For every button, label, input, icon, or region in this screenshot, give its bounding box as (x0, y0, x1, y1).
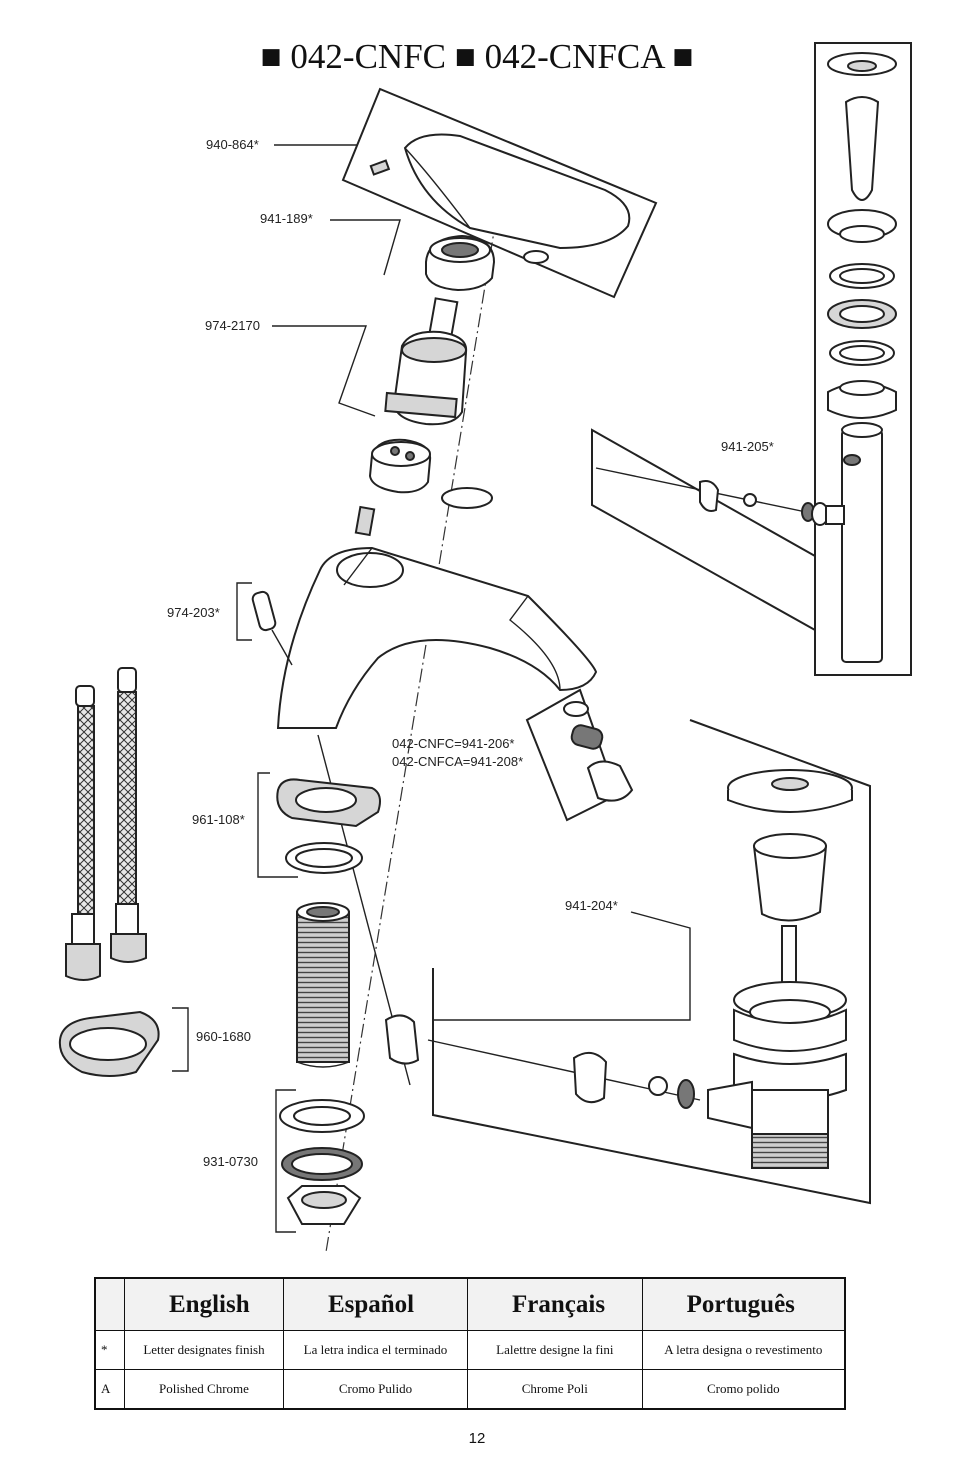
gasket-part (276, 778, 381, 874)
callout-974-2170: 974-2170 (205, 318, 260, 333)
legend-header-row: English Español Français Português (94, 1277, 846, 1331)
callout-960-1680: 960-1680 (196, 1029, 251, 1044)
callout-042-cnfc: 042-CNFC=941-206* (392, 736, 514, 751)
aerator-part (563, 701, 634, 802)
drain-box (432, 719, 871, 1205)
legend-row: * Letter designates finish La letra indi… (94, 1330, 846, 1370)
legend-cell: A letra designa o revestimento (641, 1330, 846, 1370)
mounting-hardware-part (279, 1099, 365, 1225)
legend-row: A Polished Chrome Cromo Pulido Chrome Po… (94, 1369, 846, 1410)
leader-lines (172, 144, 691, 1233)
legend-cell: * (94, 1330, 125, 1370)
handle-part (369, 133, 631, 264)
page-title: ■ 042-CNFC ■ 042-CNFCA ■ (261, 37, 694, 76)
legend-header-francais: Français (467, 1277, 643, 1331)
legend-header-english: English (124, 1277, 284, 1331)
popup-drain-box (814, 42, 912, 676)
legend-cell: Polished Chrome (124, 1369, 284, 1410)
handle-box (341, 87, 658, 299)
callout-974-203: 974-203* (167, 605, 220, 620)
legend-cell: Cromo Pulido (282, 1369, 469, 1410)
callout-940-864: 940-864* (206, 137, 259, 152)
legend-cell: Lalettre designe la fini (467, 1330, 643, 1370)
legend-cell: Cromo polido (641, 1369, 846, 1410)
legend-header-espanol: Español (282, 1277, 469, 1331)
shank-part (296, 902, 350, 1068)
legend-cell: Chrome Poli (467, 1369, 643, 1410)
page-number: 12 (468, 1430, 486, 1447)
finish-legend-table: English Español Français Português * Let… (94, 1277, 846, 1410)
callout-941-189: 941-189* (260, 211, 313, 226)
drain-stopper-lower (707, 769, 853, 1169)
cap-part (425, 234, 496, 292)
exploded-parts-diagram: ■ 042-CNFC ■ 042-CNFCA ■ 940-864* 941-18… (58, 37, 912, 1253)
callout-931-0730: 931-0730 (203, 1154, 258, 1169)
lift-rod-box (591, 428, 816, 631)
seat-part (354, 438, 493, 537)
pivot-rod-upper (595, 467, 845, 526)
legend-cell: La letra indica el terminado (282, 1330, 469, 1370)
pivot-rod-lower (384, 1014, 701, 1109)
callout-941-204: 941-204* (565, 898, 618, 913)
legend-cell: A (94, 1369, 125, 1410)
legend-header-portugues: Português (641, 1277, 846, 1331)
supply-hoses (65, 667, 147, 981)
centerline (325, 194, 501, 1253)
legend-header-key (94, 1277, 125, 1331)
callout-961-108: 961-108* (192, 812, 245, 827)
cartridge-part (384, 297, 468, 426)
callout-941-205: 941-205* (721, 439, 774, 454)
popup-assembly-upper (827, 52, 897, 663)
callout-042-cnfca: 042-CNFCA=941-208* (392, 754, 523, 769)
legend-cell: Letter designates finish (124, 1330, 284, 1370)
faucet-body (276, 546, 598, 729)
triangle-gasket-part (58, 1010, 160, 1077)
